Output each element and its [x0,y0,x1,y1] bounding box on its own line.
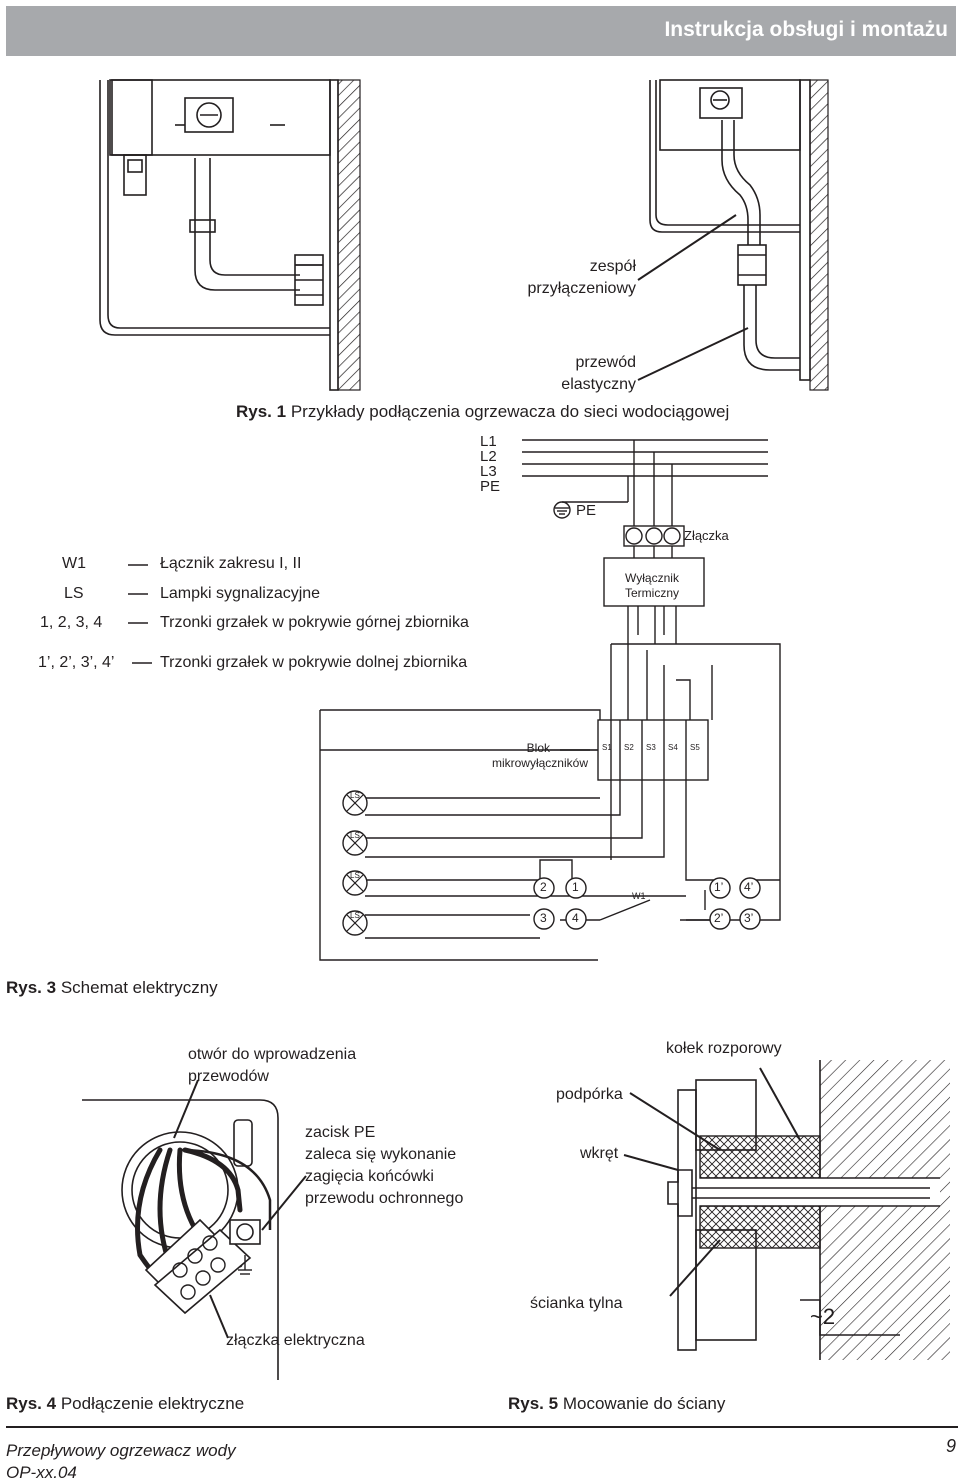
legend-row-ls: LS [64,585,84,603]
switch-s1: S1 [602,743,612,752]
label-electrical-connector: złączka elektryczna [226,1332,365,1349]
fig5-drawing [623,1060,950,1360]
thermal-switch-label: Wyłącznik Termiczny [612,571,692,601]
terminal-3-prime: 3’ [744,911,754,925]
label-gap: ~2 [810,1304,836,1329]
footer-rule [6,1426,958,1428]
terminal-2-prime: 2’ [714,911,724,925]
phase-l1: L1 [480,433,497,450]
footer-product-name: Przepływowy ogrzewacz wody [6,1441,236,1460]
label-assembly-line1: zespół [589,258,636,275]
lamp-ls-3: LS [350,871,360,880]
label-flexible-hose: przewód elastyczny [556,352,636,396]
label-pe-line4: przewodu ochronnego [305,1190,464,1207]
fig1-drawing [99,79,829,391]
legend-desc-lower: Trzonki grzałek w pokrywie dolnej zbiorn… [160,654,468,671]
terminal-2: 2 [540,880,547,894]
microswitch-block-label: Blok mikrowyłączników [488,741,588,771]
lamp-ls-1: LS [350,791,360,800]
fig4-caption-prefix: Rys. 4 [6,1394,57,1413]
label-back-wall: ścianka tylna [530,1295,623,1312]
legend-symbol: 1’, 2’, 3’, 4’ [38,654,115,671]
microswitch-line1: Blok [526,741,550,755]
label-support: podpórka [556,1086,623,1103]
fig5-caption-text: Mocowanie do ściany [562,1394,726,1413]
lamp-ls-4: LS [350,911,360,920]
legend-desc-upper: Trzonki grzałek w pokrywie górnej zbiorn… [160,614,469,631]
footer-model: OP-xx.04 [6,1463,77,1482]
label-opening-line1: otwór do wprowadzenia [188,1046,357,1063]
legend-row-upper: 1, 2, 3, 4 [40,614,102,632]
footer-product: Przepływowy ogrzewacz wody OP-xx.04 [6,1440,236,1484]
terminal-1: 1 [572,880,579,894]
legend-dashes [128,564,152,664]
lamp-ls-2: LS [350,831,360,840]
switch-s4: S4 [668,743,678,752]
label-cable-opening: otwór do wprowadzenia przewodów [188,1044,356,1088]
label-hose-line1: przewód [575,354,636,371]
label-wall-plug: kołek rozporowy [666,1040,782,1057]
fig1-caption: Rys. 1 Przykłady podłączenia ogrzewacza … [236,402,729,422]
terminal-1-prime: 1’ [714,880,724,894]
label-pe-line2: zaleca się wykonanie [305,1146,457,1163]
legend-desc-ls: Lampki sygnalizacyjne [160,585,321,602]
phase-l2: L2 [480,448,497,465]
legend-row-w1: W1 [62,555,86,573]
terminal-4-prime: 4’ [744,880,754,894]
page-number: 9 [945,1436,956,1456]
label-opening-line2: przewodów [188,1068,269,1085]
terminal-3: 3 [540,911,547,925]
document-title: Instrukcja obsługi i montażu [664,18,948,41]
fig3-caption: Rys. 3 Schemat elektryczny [6,978,218,998]
label-pe-clamp: zacisk PE zaleca się wykonanie zagięcia … [305,1122,463,1210]
terminal-4: 4 [572,911,579,925]
pe-label: PE [576,502,597,519]
phase-labels: L1 L2 L3 PE [480,434,500,494]
phase-l3: L3 [480,463,497,480]
w1-switch-label: W1 [632,891,646,901]
legend-desc-w1: Łącznik zakresu I, II [160,555,302,572]
microswitch-line2: mikrowyłączników [491,756,588,770]
fig3-caption-prefix: Rys. 3 [6,978,57,997]
legend-row-lower: 1’, 2’, 3’, 4’ [38,654,114,672]
fig4-caption: Rys. 4 Podłączenie elektryczne [6,1394,244,1414]
legend-symbol: 1, 2, 3, 4 [40,614,103,631]
thermal-switch-line1: Wyłącznik [625,571,679,585]
fig5-caption-prefix: Rys. 5 [508,1394,559,1413]
fig1-caption-prefix: Rys. 1 [236,402,287,421]
label-pe-line1: zacisk PE [305,1124,376,1141]
legend-symbol: W1 [62,555,86,572]
label-hose-line2: elastyczny [561,376,636,393]
switch-s2: S2 [624,743,634,752]
label-screw: wkręt [580,1145,619,1162]
switch-s5: S5 [690,743,700,752]
thermal-switch-line2: Termiczny [624,586,679,600]
phase-pe: PE [480,478,501,495]
fig3-caption-text: Schemat elektryczny [60,978,218,997]
label-pe-line3: zagięcia końcówki [305,1168,434,1185]
label-assembly-line2: przyłączeniowy [527,280,636,297]
connector-label: Złączka [684,528,729,543]
legend-symbol: LS [64,585,84,602]
fig3-schematic [319,439,781,961]
fig4-drawing [82,1079,307,1380]
switch-s3: S3 [646,743,656,752]
header-bar: Instrukcja obsługi i montażu [6,6,956,56]
fig1-caption-text: Przykłady podłączenia ogrzewacza do siec… [290,402,730,421]
fig4-caption-text: Podłączenie elektryczne [60,1394,245,1413]
label-connection-assembly: zespół przyłączeniowy [528,256,636,300]
fig5-caption: Rys. 5 Mocowanie do ściany [508,1394,725,1414]
